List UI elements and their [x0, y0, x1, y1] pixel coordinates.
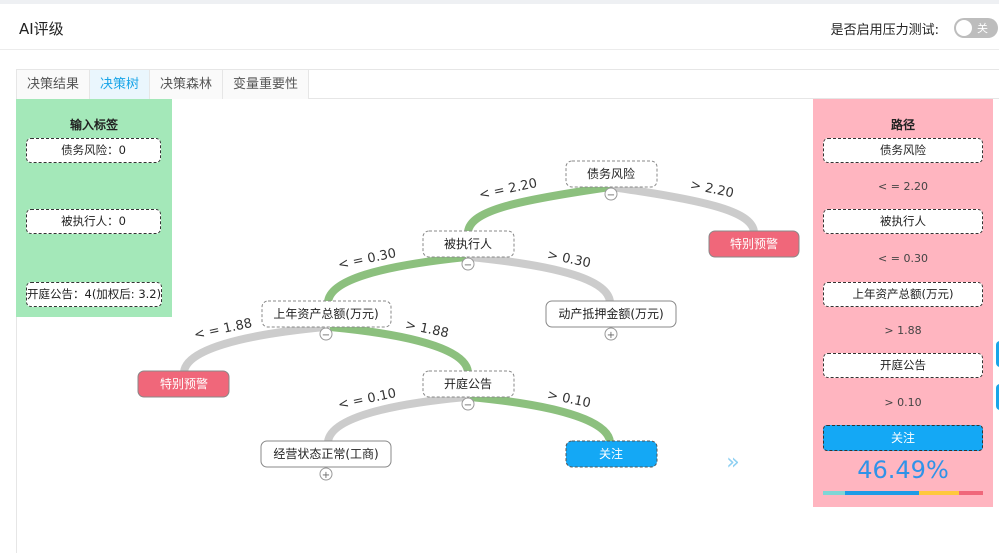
tree-node-special-warning[interactable]: 特别预警: [708, 230, 800, 258]
svg-text:被执行人: 被执行人: [444, 237, 492, 251]
path-probability: 46.49%: [857, 456, 949, 484]
side-float-button[interactable]: [996, 341, 999, 367]
probability-bar: [823, 491, 983, 495]
svg-text:关注: 关注: [599, 446, 623, 461]
edge-n7-n8: [324, 393, 467, 443]
path-condition: < = 0.30: [878, 252, 928, 265]
double-chevron-right-icon[interactable]: »: [726, 450, 739, 475]
probability-bar-segment: [845, 491, 919, 495]
input-labels-panel: 输入标签 债务风险：0 被执行人：0 开庭公告：4(加权后: 3.2): [16, 99, 172, 317]
edge-n1-n3: [611, 183, 758, 234]
tab-decision-forest[interactable]: 决策森林: [150, 70, 224, 99]
stress-test-label: 是否启用压力测试:: [830, 23, 939, 38]
toggle-state-text: 关: [977, 22, 988, 35]
path-title: 路径: [890, 118, 915, 132]
path-condition: < = 2.20: [878, 180, 928, 193]
path-step: 上年资产总额(万元): [823, 282, 983, 307]
expand-toggle[interactable]: +: [319, 467, 333, 481]
svg-text:−: −: [322, 330, 330, 341]
path-condition: > 1.88: [884, 324, 922, 337]
tree-node-court-announcement[interactable]: 开庭公告: [422, 370, 515, 398]
collapse-toggle[interactable]: −: [461, 257, 475, 271]
edge-n1-n2: [464, 183, 611, 233]
edge-n7-n9: [469, 393, 614, 444]
input-label-item: 被执行人：0: [26, 209, 161, 234]
header: AI评级 是否启用压力测试:: [0, 4, 999, 50]
svg-text:−: −: [464, 260, 472, 271]
edge-n4-n7: [329, 323, 472, 373]
svg-text:+: +: [322, 470, 330, 481]
svg-text:经营状态正常(工商): 经营状态正常(工商): [273, 446, 378, 461]
path-step: 被执行人: [823, 209, 983, 234]
svg-text:上年资产总额(万元): 上年资产总额(万元): [273, 307, 378, 321]
svg-text:开庭公告: 开庭公告: [444, 376, 492, 391]
tree-node-debt-risk[interactable]: 债务风险: [565, 160, 658, 188]
edge-n2-n5: [469, 253, 614, 303]
tree-node-focus[interactable]: 关注: [565, 440, 658, 468]
edge-n4-n6: [180, 323, 326, 374]
tree-node-executed-person[interactable]: 被执行人: [422, 230, 515, 258]
side-float-button[interactable]: [996, 384, 999, 410]
path-step: 开庭公告: [823, 353, 983, 378]
path-panel: 路径 债务风险 < = 2.20 被执行人 < = 0.30 上年资产总额(万元…: [813, 99, 993, 507]
tree-node-business-status-normal[interactable]: 经营状态正常(工商): [260, 440, 392, 468]
top-strip: [0, 0, 999, 4]
svg-text:−: −: [607, 190, 615, 201]
stress-test-toggle[interactable]: 关: [954, 18, 998, 38]
collapse-toggle[interactable]: −: [604, 187, 618, 201]
tab-decision-result[interactable]: 决策结果: [17, 70, 91, 99]
input-label-item: 开庭公告：4(加权后: 3.2): [26, 282, 162, 307]
tab-decision-tree[interactable]: 决策树: [90, 70, 151, 99]
svg-text:特别预警: 特别预警: [160, 376, 208, 391]
svg-text:特别预警: 特别预警: [730, 236, 778, 251]
main-panel: 决策结果 决策树 决策森林 变量重要性: [16, 69, 999, 553]
edge-n2-n4: [324, 253, 467, 303]
page-title: AI评级: [19, 20, 64, 38]
collapse-toggle[interactable]: −: [319, 327, 333, 341]
path-result: 关注: [823, 425, 983, 451]
svg-text:−: −: [464, 400, 472, 411]
tab-bar: 决策结果 决策树 决策森林 变量重要性: [17, 70, 999, 99]
tree-node-prior-year-total-assets[interactable]: 上年资产总额(万元): [261, 300, 392, 328]
input-labels-title: 输入标签: [69, 118, 118, 132]
path-condition: > 0.10: [884, 396, 922, 409]
expand-toggle[interactable]: +: [604, 327, 618, 341]
path-step: 债务风险: [823, 138, 983, 163]
input-label-item: 债务风险：0: [26, 138, 161, 163]
svg-text:动产抵押金额(万元): 动产抵押金额(万元): [558, 306, 663, 321]
probability-bar-segment: [823, 491, 845, 495]
collapse-toggle[interactable]: −: [461, 397, 475, 411]
probability-bar-segment: [919, 491, 959, 495]
tree-node-chattel-mortgage-amount[interactable]: 动产抵押金额(万元): [545, 300, 677, 328]
tree-node-special-warning[interactable]: 特别预警: [137, 370, 230, 398]
svg-text:债务风险: 债务风险: [587, 166, 635, 181]
tab-variable-importance[interactable]: 变量重要性: [223, 70, 310, 99]
toggle-knob: [956, 20, 972, 36]
probability-bar-segment: [959, 491, 983, 495]
svg-text:+: +: [607, 330, 615, 341]
